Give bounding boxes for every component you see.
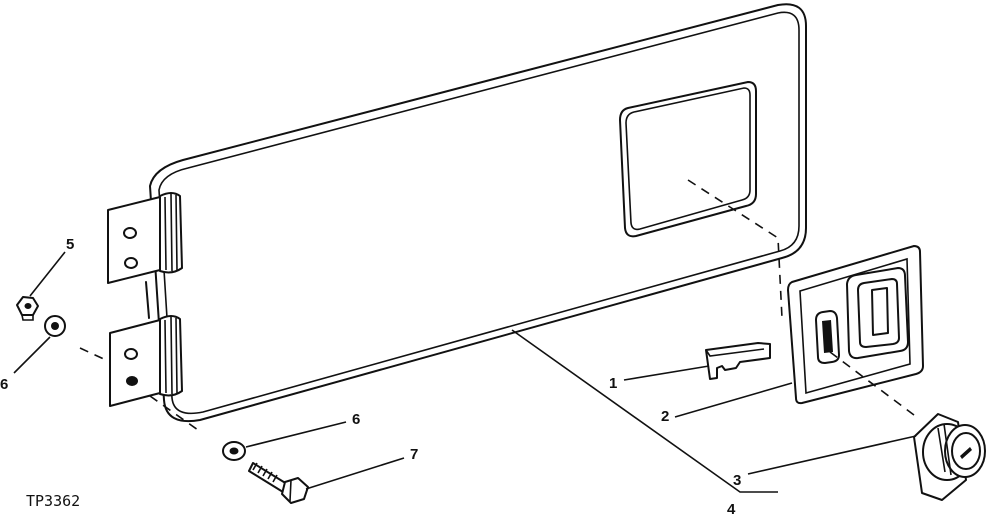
leader-3 (747, 435, 917, 475)
leader-6-bottom (245, 421, 347, 448)
callout-1: 1 (609, 375, 617, 392)
leader-6-left (13, 336, 51, 374)
figure-code: TP3362 (26, 492, 80, 510)
lock-alignment-axis (829, 351, 919, 419)
leader-4 (511, 329, 778, 493)
hex-bolt (248, 462, 309, 504)
callout-5: 5 (66, 236, 74, 253)
hinge-bolt-axis-right (149, 395, 199, 431)
leader-5 (29, 251, 66, 297)
hinge-bolt-axis-left (79, 347, 109, 362)
latch-plate (787, 245, 924, 405)
leader-7 (305, 457, 405, 490)
retaining-clip (705, 342, 771, 380)
callout-3: 3 (733, 472, 741, 489)
leader-2 (674, 382, 793, 418)
lock-cylinder (913, 413, 986, 501)
window-opening (619, 81, 757, 238)
latch-alignment-axis (687, 179, 783, 319)
lower-hinge (109, 281, 183, 407)
upper-hinge (107, 192, 183, 284)
callout-6-bottom: 6 (352, 411, 360, 428)
washer-bottom (222, 441, 246, 461)
washer-left (44, 315, 66, 337)
hex-nut (16, 296, 39, 321)
callout-2: 2 (661, 408, 669, 425)
leader-1 (623, 365, 710, 381)
callout-7: 7 (410, 446, 418, 463)
callout-4: 4 (727, 501, 736, 517)
callout-6-left: 6 (0, 376, 8, 393)
